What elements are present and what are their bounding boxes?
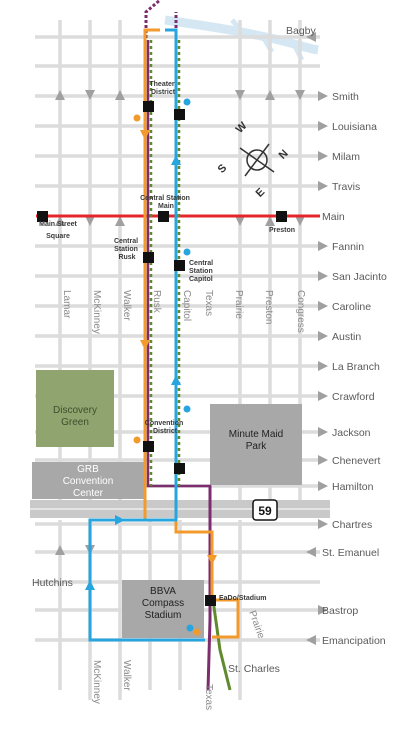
station-label-central-main: Central Station Main (140, 195, 192, 210)
station-theater-district-east (174, 109, 185, 120)
street-label-preston: Preston (263, 290, 274, 324)
station-theater-district-west (143, 101, 154, 112)
grb-convention-center-label-line: Convention (63, 476, 114, 487)
grb-convention-center-label-line: Center (73, 488, 104, 499)
street-label-mckinney: McKinney (91, 290, 102, 334)
station-label-central-capitol-line1: Central (189, 260, 213, 267)
street-label-hamilton: Hamilton (332, 481, 374, 493)
station-central-rusk (143, 252, 154, 263)
street-label-st-emanuel: St. Emanuel (322, 547, 379, 559)
street-label-travis: Travis (332, 181, 360, 193)
street-label-crawford: Crawford (332, 391, 375, 403)
us-59-shield-icon: 59 (252, 499, 278, 521)
street-label-walker: Walker (121, 290, 132, 321)
platform-dots (133, 98, 201, 636)
street-label-prairie: Prairie (233, 290, 244, 319)
station-label-central-capitol: Central Station Capitol (189, 260, 215, 283)
station-label-preston: Preston (269, 227, 295, 234)
station-central-capitol (174, 260, 185, 271)
compass-w: W (234, 120, 250, 136)
discovery-green-park (36, 370, 114, 447)
station-label-convention-district-line1: Convention (145, 420, 184, 427)
station-label-main-street-square-line: Square (46, 233, 70, 240)
street-label-louisiana: Louisiana (332, 121, 377, 133)
station-main-street-square (37, 211, 48, 222)
station-label-central-rusk-line3: Rusk (118, 254, 135, 261)
street-label-chartres: Chartres (332, 519, 372, 531)
street-label-chenevert: Chenevert (332, 455, 381, 467)
station-label-central-rusk: Central Station Rusk (114, 238, 140, 261)
street-label-austin: Austin (332, 331, 361, 343)
station-label-theater-district-line1: Theater (149, 81, 175, 88)
minute-maid-park-label-line: Park (246, 441, 268, 452)
station-label-central-main-line2: Main (158, 203, 174, 210)
street-label-san-jacinto: San Jacinto (332, 271, 387, 283)
street-label-la-branch: La Branch (332, 361, 380, 373)
street-label-jackson: Jackson (332, 427, 371, 439)
station-label-central-capitol-line2: Station (189, 268, 213, 275)
street-label-emancipation: Emancipation (322, 635, 386, 647)
station-label-central-capitol-line3: Capitol (189, 276, 213, 283)
station-eado (205, 595, 216, 606)
grb-convention-center-label-line: GRB (77, 464, 99, 475)
bbva-compass-stadium-label-line: BBVA (150, 586, 176, 597)
street-label-texas: Texas (203, 290, 214, 316)
street-label-lamar: Lamar (61, 290, 72, 319)
street-label-capitol: Capitol (181, 290, 192, 321)
station-label-convention-district-line2: District (153, 428, 178, 435)
station-label-theater-district: Theater District (149, 81, 176, 96)
street-label-congress: Congress (295, 290, 306, 333)
grb-convention-center-block (32, 462, 144, 499)
blue-arrows (85, 155, 181, 590)
station-markers (37, 101, 287, 606)
minute-maid-park-block (210, 404, 302, 485)
street-label-fannin: Fannin (332, 241, 364, 253)
bbva-compass-stadium-label-line: Compass (142, 598, 184, 609)
station-label-convention-district: Convention District (145, 420, 185, 435)
right-street-labels: Bagby Smith Louisiana Milam Travis Main … (32, 25, 387, 675)
street-label-prairie-south: Prairie (246, 609, 266, 640)
street-arrows-right (306, 32, 328, 645)
orange-arrows (140, 130, 217, 565)
minute-maid-park-label-line: Minute Maid (229, 429, 283, 440)
shield-number: 59 (258, 504, 272, 518)
compass-n: N (277, 148, 291, 162)
bbva-compass-stadium-label-line: Stadium (145, 610, 182, 621)
street-label-texas-south: Texas (203, 684, 214, 710)
street-label-st-charles: St. Charles (228, 663, 280, 675)
station-label-main-street-square-line: Main Street (39, 221, 77, 228)
compass-e: E (254, 186, 268, 200)
station-label-central-rusk-line1: Central (114, 238, 138, 245)
street-label-caroline: Caroline (332, 301, 371, 313)
station-label-central-main-line1: Central Station (140, 195, 190, 202)
compass-s: S (216, 162, 230, 176)
street-label-bagby: Bagby (286, 25, 317, 37)
street-label-bastrop: Bastrop (322, 605, 358, 617)
station-convention-district-east (174, 463, 185, 474)
street-label-walker-south: Walker (121, 660, 132, 691)
street-label-rusk: Rusk (151, 290, 162, 314)
station-label-central-rusk-line2: Station (114, 246, 138, 253)
street-label-milam: Milam (332, 151, 360, 163)
station-preston (276, 211, 287, 222)
blue-route (88, 28, 205, 642)
discovery-green-label-line: Green (61, 417, 89, 428)
street-label-smith: Smith (332, 91, 359, 103)
street-arrows-vertical (55, 90, 305, 555)
street-label-main: Main (322, 211, 345, 223)
street-label-hutchins: Hutchins (32, 577, 73, 589)
station-central-main (158, 211, 169, 222)
street-label-mckinney-south: McKinney (91, 660, 102, 704)
station-convention-district-west (143, 441, 154, 452)
station-label-theater-district-line2: District (151, 89, 176, 96)
discovery-green-label-line: Discovery (53, 405, 97, 416)
station-label-eado-stadium: EaDo/Stadium (219, 595, 266, 602)
orange-route (143, 28, 240, 639)
